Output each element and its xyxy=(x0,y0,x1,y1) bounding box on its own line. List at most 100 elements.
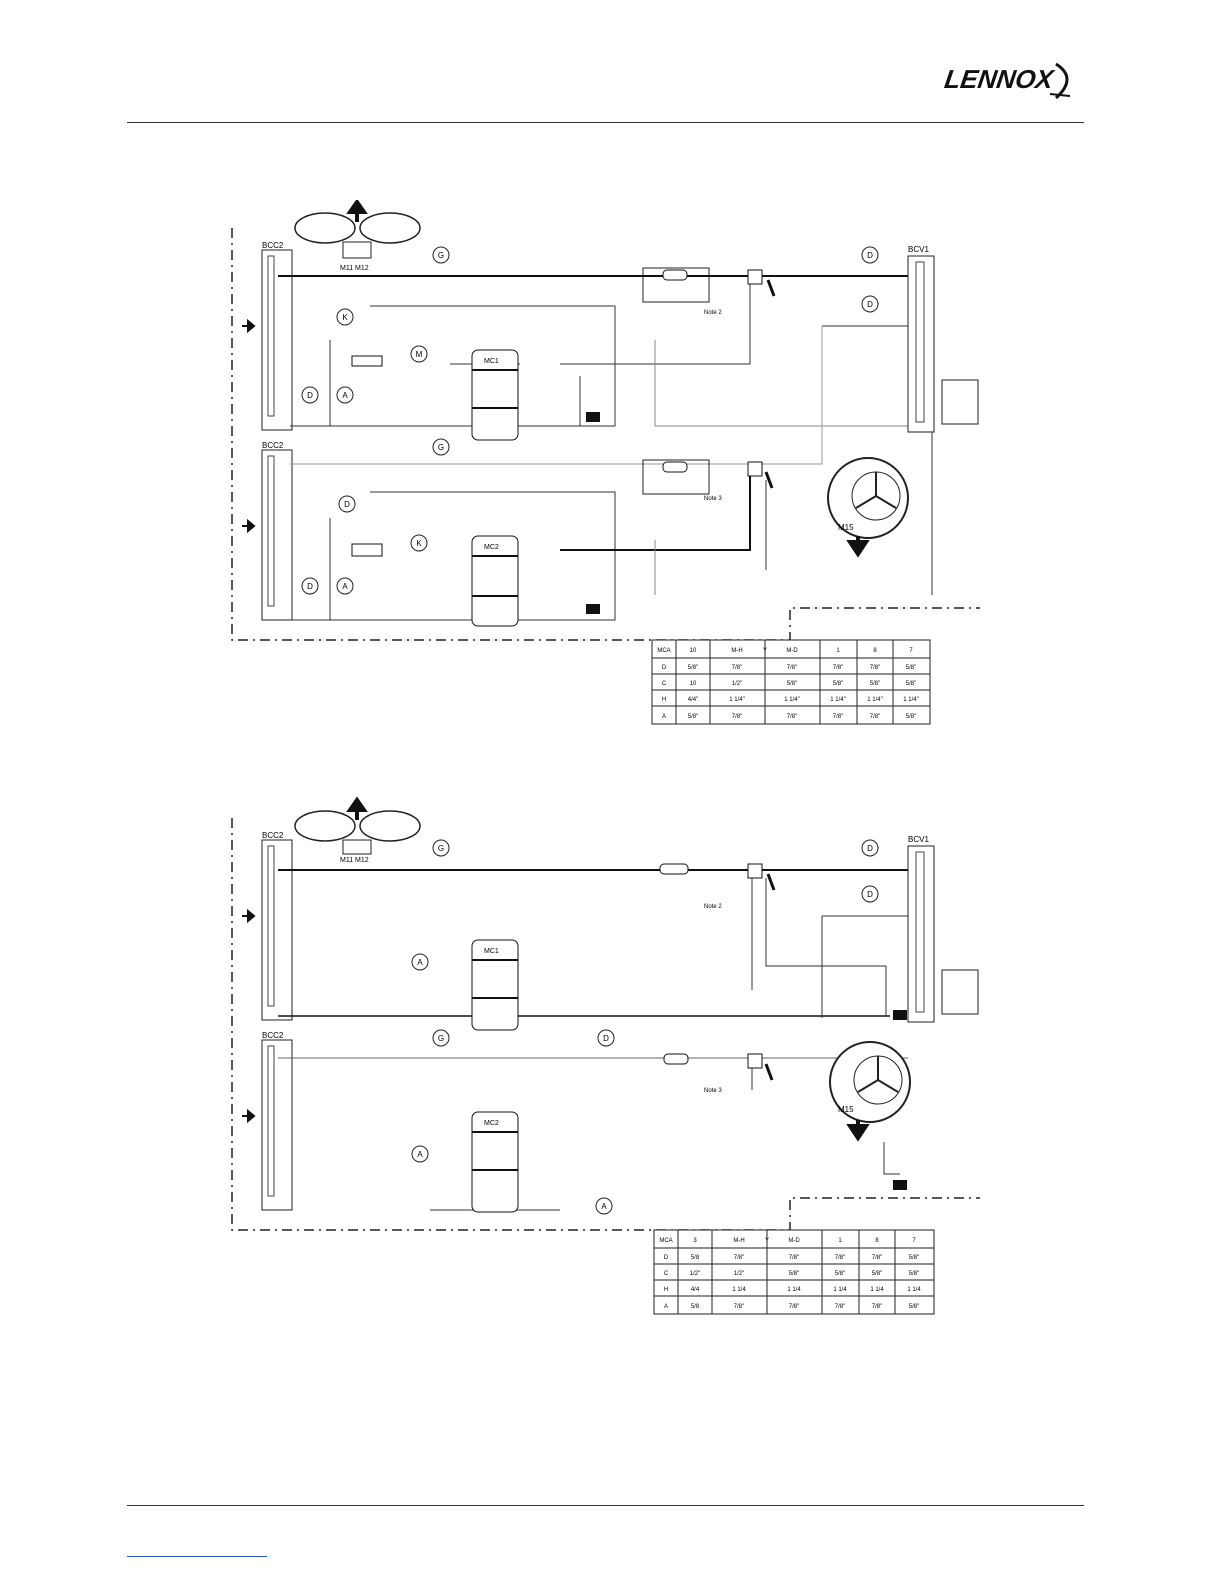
coil-label: BCC2 xyxy=(262,831,284,840)
indoor-coil: BCV1 xyxy=(907,835,979,1023)
table-cell: 5/8" xyxy=(870,681,880,687)
table-cell: C xyxy=(662,681,667,687)
coil-label: BCC2 xyxy=(262,441,284,450)
bubble-label: D xyxy=(603,1034,609,1043)
bubble-label: D xyxy=(307,391,313,400)
outdoor-coil-1: BCC2 xyxy=(261,831,293,1021)
table-cell: H xyxy=(662,697,666,703)
table-header: M-D xyxy=(786,648,798,654)
table-cell: 10 xyxy=(690,681,697,687)
bubble-label: A xyxy=(601,1202,607,1211)
bubble-label: G xyxy=(438,251,444,260)
compressor-label: MC2 xyxy=(484,544,499,551)
bubble-markers: G D K M D A G D K D A D xyxy=(301,246,879,595)
table-cell: 5/8" xyxy=(833,681,843,687)
table-header: 10 xyxy=(690,648,697,654)
fan-motor-label: M11 M12 xyxy=(340,857,369,864)
table-header: M-D xyxy=(788,1238,800,1244)
table-header: 8 xyxy=(875,1238,879,1244)
fan-motor-label: M11 M12 xyxy=(340,265,369,272)
table-cell: 5/8" xyxy=(909,1255,919,1261)
brand-logo: LENNOX xyxy=(944,62,1071,100)
bubble-label: K xyxy=(342,313,348,322)
refrigerant-diagram-1: M11 M12 BCC2 BCC2 Note 2 Note 3 xyxy=(231,200,980,725)
coil-label: BCV1 xyxy=(908,835,929,844)
table-cell: 5/8" xyxy=(835,1271,845,1277)
table-cell: 7/8" xyxy=(872,1304,882,1310)
table-cell: 5/8" xyxy=(787,681,797,687)
table-cell: H xyxy=(664,1287,668,1293)
compressor-label: MC1 xyxy=(484,358,499,365)
table-header: 7 xyxy=(912,1238,916,1244)
note-label: Note 2 xyxy=(704,310,722,316)
bubble-label: K xyxy=(416,539,422,548)
table-cell: 1/2" xyxy=(734,1271,744,1277)
table-cell: 7/8" xyxy=(835,1304,845,1310)
bubble-label: G xyxy=(438,844,444,853)
table-header: MCA xyxy=(659,1238,672,1244)
table-cell: 5/8 xyxy=(691,1255,700,1261)
table-cell: 7/8" xyxy=(833,714,843,720)
condenser-fan: M11 M12 xyxy=(294,200,421,272)
table-cell: 1/2" xyxy=(732,681,742,687)
table-cell: 5/8" xyxy=(906,665,916,671)
bubble-label: A xyxy=(342,582,348,591)
bubble-label: D xyxy=(867,890,873,899)
table-cell: 1/2" xyxy=(690,1271,700,1277)
compressor-1: MC1 xyxy=(471,939,519,1031)
table-cell: 7/8" xyxy=(833,665,843,671)
brand-logo-text: LENNOX xyxy=(944,64,1057,94)
table-cell: D xyxy=(662,665,667,671)
compressor-1: MC1 xyxy=(471,349,519,441)
table-cell: 1 1/4 xyxy=(870,1287,884,1293)
bubble-label: D xyxy=(867,300,873,309)
table-cell: 7/8" xyxy=(787,665,797,671)
bubble-label: G xyxy=(438,443,444,452)
table-cell: 1 1/4 xyxy=(732,1287,746,1293)
table-cell: 5/8" xyxy=(909,1304,919,1310)
table-cell: 1 1/4 xyxy=(787,1287,801,1293)
compressor-label: MC1 xyxy=(484,948,499,955)
table-cell: A xyxy=(664,1304,668,1310)
blower-label: M15 xyxy=(838,523,854,532)
table-cell: 7/8" xyxy=(789,1255,799,1261)
table-cell: 5/8" xyxy=(909,1271,919,1277)
expansion-valve-1: Note 2 xyxy=(704,269,776,316)
table-cell: 5/8 xyxy=(691,1304,700,1310)
condenser-fan: M11 M12 xyxy=(294,796,421,864)
outdoor-coil-2: BCC2 xyxy=(261,441,293,621)
table-cell: 7/8" xyxy=(870,714,880,720)
table-cell: 7/8" xyxy=(732,665,742,671)
table-cell: 5/8" xyxy=(688,714,698,720)
header-rule xyxy=(127,122,1084,123)
table-header: Y xyxy=(763,648,767,654)
bubble-label: D xyxy=(867,844,873,853)
table-header: M-H xyxy=(733,1238,744,1244)
table-cell: C xyxy=(664,1271,669,1277)
table-header: Y xyxy=(765,1238,769,1244)
table-cell: 4/4" xyxy=(688,697,698,703)
table-cell: 1 1/4 xyxy=(833,1287,847,1293)
table-cell: 7/8" xyxy=(732,714,742,720)
expansion-valve-1: Note 2 xyxy=(704,863,776,910)
bubble-label: D xyxy=(344,500,350,509)
footer-rule xyxy=(127,1505,1084,1506)
coil-label: BCV1 xyxy=(908,245,929,254)
outdoor-coil-1: BCC2 xyxy=(261,241,293,431)
table-header: 8 xyxy=(873,648,877,654)
expansion-valve-2: Note 3 xyxy=(704,1053,774,1094)
table-header: 7 xyxy=(909,648,913,654)
blower-label: M15 xyxy=(838,1105,854,1114)
table-cell: 7/8" xyxy=(734,1304,744,1310)
bubble-label: M xyxy=(416,350,423,359)
table-cell: A xyxy=(662,714,666,720)
table-header: MCA xyxy=(657,648,670,654)
footer-link[interactable] xyxy=(127,1556,267,1557)
table-header: M-H xyxy=(731,648,742,654)
note-label: Note 3 xyxy=(704,496,722,502)
table-cell: 7/8" xyxy=(734,1255,744,1261)
note-label: Note 3 xyxy=(704,1088,722,1094)
table-cell: 5/8" xyxy=(688,665,698,671)
table-cell: 5/8" xyxy=(872,1271,882,1277)
table-cell: 4/4 xyxy=(691,1287,700,1293)
